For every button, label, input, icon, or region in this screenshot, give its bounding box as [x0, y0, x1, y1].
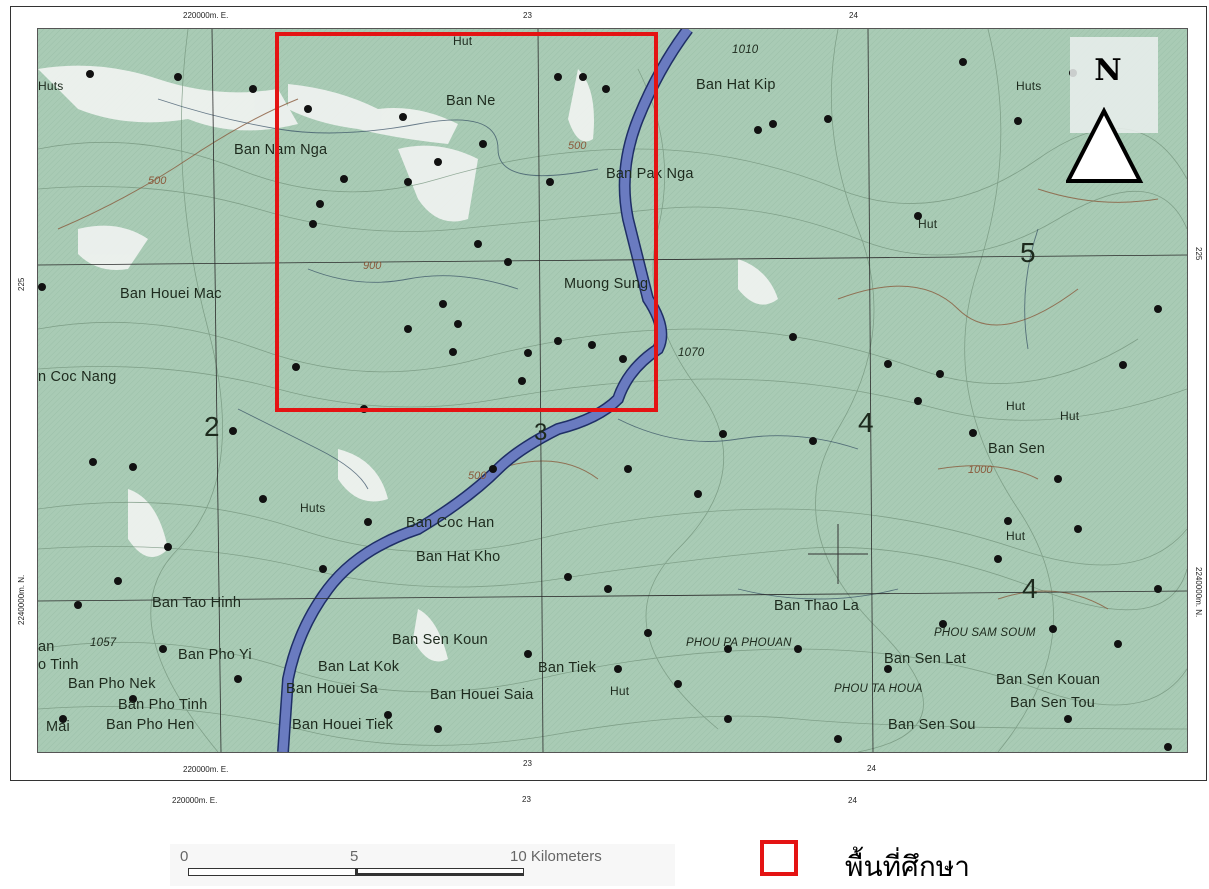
grid-number-2: 2 [204, 411, 220, 442]
place-mai: Mai [46, 719, 70, 735]
place-an: an [38, 639, 55, 655]
place-phou-pa-phouan: PHOU PA PHOUAN [686, 637, 792, 649]
place-muong-sung: Muong Sung [564, 276, 649, 292]
scale-segment-2 [356, 868, 524, 876]
place-ban-houei-mac: Ban Houei Mac [120, 286, 222, 302]
place-huts-nw: Huts [38, 79, 64, 93]
north-letter: N [1094, 53, 1122, 88]
contour-500-label-c: 500 [468, 470, 487, 482]
place-ban-sen-lat: Ban Sen Lat [884, 651, 967, 667]
place-ban-sen: Ban Sen [988, 441, 1046, 457]
place-hut-e: Hut [918, 217, 938, 231]
grid-number-3: 3 [534, 419, 548, 446]
place-ban-houei-sa: Ban Houei Sa [286, 681, 378, 697]
place-hut-e2: Hut [1006, 399, 1026, 413]
contour-1000-label: 1000 [968, 464, 993, 476]
place-ban-pho-hen: Ban Pho Hen [106, 717, 195, 733]
coord-top-left: 220000m. E. [183, 11, 229, 20]
place-ban-coc-han: Ban Coc Han [406, 515, 495, 531]
clearings [38, 65, 778, 662]
place-hut-top: Hut [453, 34, 473, 48]
coord-left-north: 2240000m. N. [17, 574, 26, 625]
place-ban-sen-kouan: Ban Sen Kouan [996, 672, 1101, 688]
place-ban-thao-la: Ban Thao La [774, 598, 859, 614]
place-huts-ne: Huts [1016, 79, 1042, 93]
coord-top-mid: 23 [523, 11, 532, 20]
scale-label-0: 0 [180, 848, 189, 865]
place-ban-tao-hinh: Ban Tao Hinh [152, 595, 242, 611]
place-coc-nang: n Coc Nang [38, 369, 117, 385]
place-ban-pho-nek: Ban Pho Nek [68, 676, 156, 692]
dots [38, 58, 1172, 751]
grid-number-4b: 4 [1022, 573, 1038, 604]
study-area-box [275, 32, 658, 412]
place-ban-hat-kho: Ban Hat Kho [416, 549, 501, 565]
place-phou-ta-houa: PHOU TA HOUA [834, 683, 923, 695]
contour-500-label-b: 500 [568, 140, 587, 152]
scale-label-10: 10 Kilometers [510, 848, 602, 865]
legend-study-area-symbol [760, 840, 798, 876]
coord-outer-left: 220000m. E. [172, 796, 218, 805]
contour-500-label-a: 500 [148, 175, 167, 187]
crosshair [808, 524, 868, 584]
place-ban-tiek: Ban Tiek [538, 660, 597, 676]
north-arrow-background [1070, 37, 1158, 133]
place-ban-pho-yi: Ban Pho Yi [178, 647, 252, 663]
place-ban-lat-kok: Ban Lat Kok [318, 659, 400, 675]
spot-elevation-1057: 1057 [90, 637, 117, 649]
place-huts-mid: Huts [300, 501, 326, 515]
coord-left-225: 225 [17, 277, 26, 291]
index-contours [57, 98, 1159, 610]
north-arrow-icon [1066, 107, 1144, 183]
place-ban-sen-tou: Ban Sen Tou [1010, 695, 1095, 711]
contour-labels: 500 500 500 900 1000 [148, 140, 993, 482]
spot-elevation-1070: 1070 [678, 347, 705, 359]
coord-bottom-left: 220000m. E. [183, 765, 229, 774]
scale-bar: 0 5 10 Kilometers [170, 844, 675, 886]
place-hut-se: Hut [1006, 529, 1026, 543]
coord-bottom-mid: 23 [523, 759, 532, 768]
streams [157, 98, 1039, 600]
river [278, 29, 692, 752]
north-arrow: N [1066, 37, 1162, 185]
place-o-tinh: o Tinh [38, 657, 79, 673]
place-ban-pak-nga: Ban Pak Nga [606, 166, 694, 182]
place-ban-hat-kip: Ban Hat Kip [696, 77, 776, 93]
topographic-map[interactable]: 500 500 500 900 1000 Huts Hut Ban Ne Ban… [37, 28, 1188, 753]
place-hut-e3: Hut [1060, 409, 1080, 423]
coord-top-right: 24 [849, 11, 858, 20]
place-ban-pho-tinh: Ban Pho Tinh [118, 697, 208, 713]
coord-right-225: 225 [1194, 247, 1203, 261]
coord-right-north: 2240000m. N. [1194, 567, 1203, 618]
place-ban-sen-koun: Ban Sen Koun [392, 632, 488, 648]
coord-bottom-right: 24 [867, 764, 876, 773]
legend-study-area-label: พื้นที่ศึกษา [845, 850, 970, 883]
coord-outer-right: 24 [848, 796, 857, 805]
place-ban-nam-nga: Ban Nam Nga [234, 142, 328, 158]
scale-label-5: 5 [350, 848, 359, 865]
scale-segment-1 [188, 868, 356, 876]
place-ban-houei-saia: Ban Houei Saia [430, 687, 534, 703]
contour-900-label: 900 [363, 260, 382, 272]
grid-number-5: 5 [1020, 237, 1036, 268]
grid-lines [38, 29, 1187, 752]
place-ban-houei-tiek: Ban Houei Tiek [292, 717, 394, 733]
place-ban-sen-sou: Ban Sen Sou [888, 717, 976, 733]
place-phou-sam-soum: PHOU SAM SOUM [934, 627, 1036, 639]
grid-number-4: 4 [858, 407, 874, 438]
coord-outer-mid: 23 [522, 795, 531, 804]
place-ban-ne: Ban Ne [446, 93, 496, 109]
map-canvas: 500 500 500 900 1000 [38, 29, 1187, 752]
place-hut-s: Hut [610, 684, 630, 698]
spot-elevation-1010: 1010 [732, 44, 759, 56]
